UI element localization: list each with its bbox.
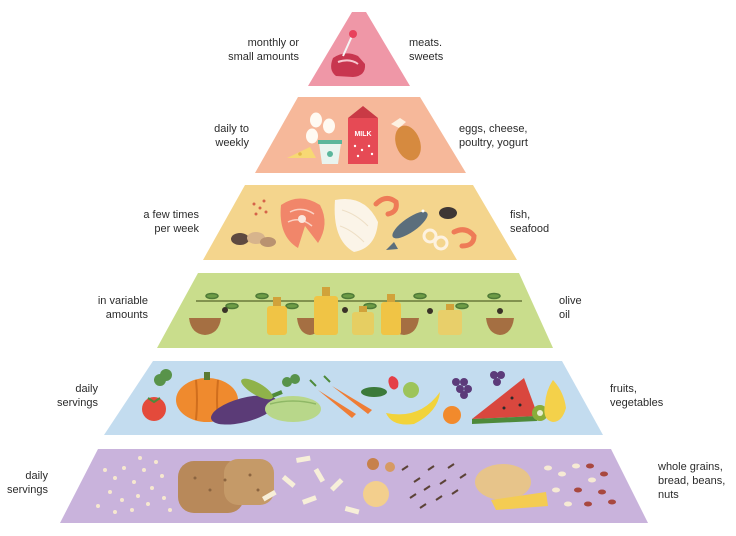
grains-icon: [96, 456, 172, 514]
tier-2: MILK: [255, 97, 466, 173]
yogurt-icon: [318, 140, 342, 164]
banana-icon: [386, 392, 440, 425]
tier-1-food-label: meats. sweets: [409, 37, 444, 63]
tier-1-frequency-label: monthly or small amounts: [228, 37, 299, 63]
tier-3: [203, 185, 517, 260]
chicken-leg-icon: [391, 118, 421, 161]
tier-4: [157, 273, 553, 348]
tier-2-frequency-label: daily to weekly: [214, 123, 249, 149]
grapes-icon: [452, 371, 505, 399]
spice-icon: [252, 199, 268, 216]
tier-3-frequency-label: a few times per week: [143, 209, 199, 235]
tier-4-band: [157, 273, 553, 348]
cucumber-icon: [241, 378, 387, 400]
eggs-icon: [306, 112, 335, 144]
tier-4-frequency-label: in variable amounts: [97, 295, 148, 321]
tier-4-food-label: olive oil: [559, 295, 582, 321]
squid-ring-icon: [422, 228, 449, 251]
tier-6-frequency-label: daily servings: [7, 470, 48, 496]
bread-loaf-icon: [178, 459, 274, 513]
steak-icon: [331, 53, 366, 77]
tier-5-frequency-label: daily servings: [57, 383, 98, 409]
tier-1: [308, 12, 410, 86]
wild-rice-icon: [401, 463, 467, 509]
fish-icon: [386, 209, 428, 250]
zucchini-icon: [265, 396, 321, 422]
strawberry-icon: [388, 376, 399, 390]
orange-icon: [443, 406, 461, 424]
cracker-icon: [363, 458, 395, 507]
tier-3-food-label: fish, seafood: [510, 209, 550, 235]
shrimp-icon: [373, 196, 477, 249]
beans-icon: [544, 463, 616, 507]
eggplant-icon: [211, 390, 283, 425]
mussel-icon: [439, 207, 457, 219]
mussel-icon: [231, 232, 276, 247]
milk-carton-label: MILK: [354, 131, 371, 138]
oil-bottle-icon: [267, 287, 462, 335]
tomato-icon: [142, 397, 166, 421]
pasta-icon: [262, 455, 360, 515]
tier-5: [104, 361, 603, 435]
kiwi-icon: [532, 405, 548, 421]
watermelon-icon: [472, 378, 538, 424]
apple-icon: [403, 382, 419, 398]
pear-icon: [544, 380, 566, 422]
lollipop-icon: [342, 30, 357, 57]
fish-fillet-icon: [334, 198, 378, 252]
milk-carton-icon: MILK: [348, 106, 378, 164]
tier-6-food-label: whole grains, bread, beans, nuts: [658, 461, 726, 501]
salmon-steak-icon: [280, 198, 325, 248]
carrot-icon: [309, 375, 372, 418]
tier-5-food-label: fruits, vegetables: [610, 383, 664, 409]
cheese-wedge-icon: [491, 492, 548, 510]
cheese-icon: [287, 147, 316, 158]
potato-icon: [475, 464, 531, 500]
broccoli-icon: [154, 369, 300, 387]
tier-6: [60, 449, 648, 523]
tier-2-food-label: eggs, cheese, poultry, yogurt: [459, 123, 528, 149]
